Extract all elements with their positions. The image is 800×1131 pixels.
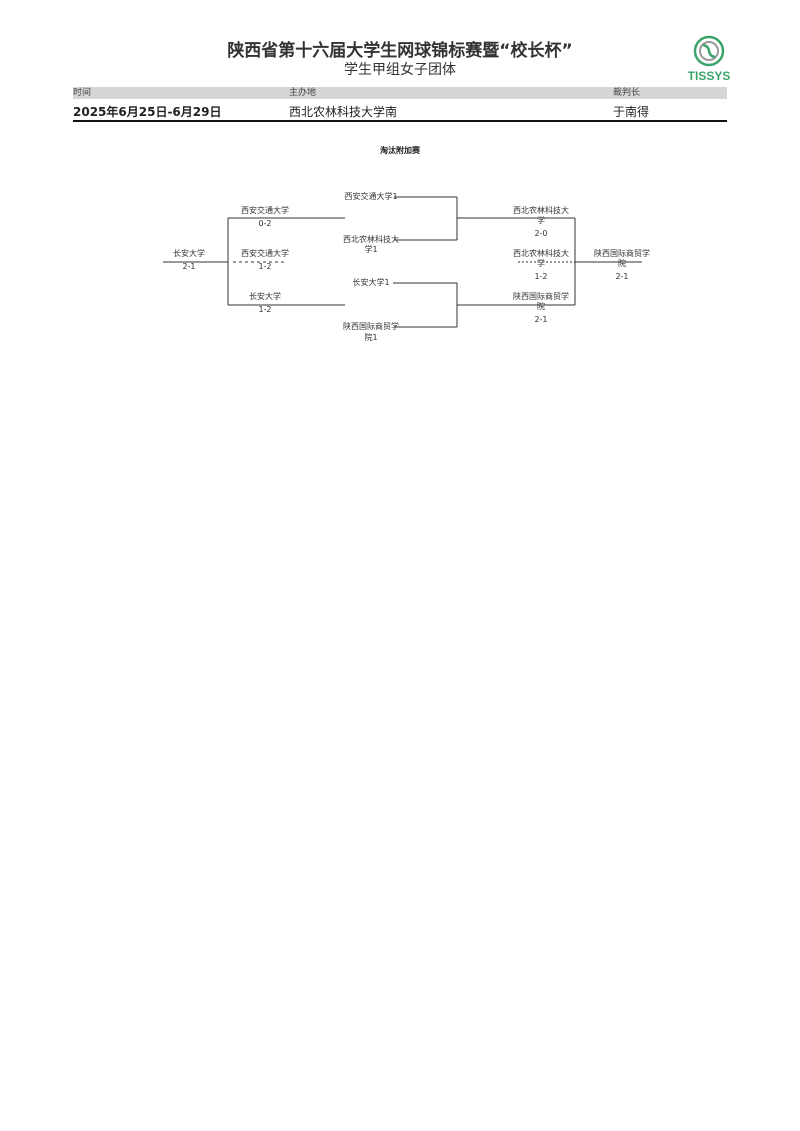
page-subtitle: 学生甲组女子团体	[344, 62, 456, 78]
bracket-lines	[163, 196, 642, 328]
right-score-3: 2-1	[534, 315, 548, 324]
root-score: 2-1	[182, 262, 196, 271]
right-team-2-line2: 学	[537, 259, 545, 268]
middle-team-2-line2: 学1	[364, 245, 378, 254]
tissys-logo: TISSYS	[686, 34, 732, 86]
middle-team-4-line2: 院1	[364, 333, 378, 342]
winner-team-line2: 院	[618, 259, 626, 268]
left-score-2: 1-2	[258, 262, 272, 271]
middle-team-4-line1: 陕西国际商贸学	[343, 322, 399, 331]
venue-value: 西北农林科技大学南	[289, 105, 398, 119]
winner-team-line1: 陕西国际商贸学	[594, 249, 650, 258]
time-value: 2025年6月25日-6月29日	[73, 105, 222, 119]
left-team-2: 西安交通大学	[241, 249, 289, 258]
right-team-3-line1: 陕西国际商贸学	[513, 292, 569, 301]
right-score-2: 1-2	[534, 272, 548, 281]
round-title: 淘汰附加赛	[380, 146, 420, 155]
right-team-1-line1: 西北农林科技大	[513, 206, 569, 215]
right-team-3-line2: 院	[537, 302, 545, 311]
referee-value: 于南得	[613, 105, 650, 119]
middle-team-2-line1: 西北农林科技大	[343, 235, 399, 244]
right-team-1-line2: 学	[537, 216, 545, 225]
right-score-1: 2-0	[534, 229, 548, 238]
left-team-1: 西安交通大学	[241, 206, 289, 215]
time-label: 时间	[73, 88, 92, 98]
header-divider	[73, 120, 727, 122]
winner-score: 2-1	[615, 272, 629, 281]
venue-label: 主办地	[289, 88, 317, 98]
middle-team-1: 西安交通大学1	[344, 192, 398, 201]
referee-label: 裁判长	[613, 88, 641, 98]
left-team-3: 长安大学	[249, 292, 281, 301]
info-header-bar	[73, 87, 727, 99]
page-title: 陕西省第十六届大学生网球锦标赛暨“校长杯”	[227, 41, 573, 61]
left-score-3: 1-2	[258, 305, 272, 314]
root-team: 长安大学	[173, 249, 205, 258]
svg-text:TISSYS: TISSYS	[688, 69, 731, 83]
right-team-2-line1: 西北农林科技大	[513, 249, 569, 258]
left-score-1: 0-2	[258, 219, 272, 228]
middle-team-3: 长安大学1	[352, 278, 390, 287]
